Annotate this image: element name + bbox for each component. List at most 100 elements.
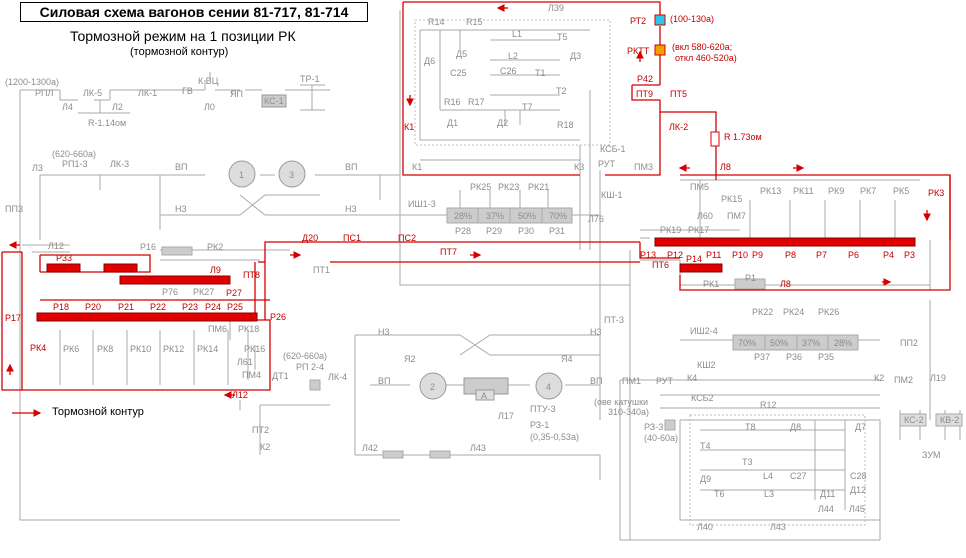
svg-text:R 1.73ом: R 1.73ом <box>724 132 762 142</box>
svg-text:28%: 28% <box>454 211 472 221</box>
svg-text:Т1: Т1 <box>535 68 546 78</box>
svg-text:(620-660а): (620-660а) <box>52 149 96 159</box>
svg-text:ПТ5: ПТ5 <box>670 89 687 99</box>
svg-text:КС-1: КС-1 <box>264 96 284 106</box>
svg-text:Р17: Р17 <box>5 313 21 323</box>
svg-text:Р36: Р36 <box>786 352 802 362</box>
svg-text:Л9: Л9 <box>210 265 221 275</box>
svg-text:Р29: Р29 <box>486 226 502 236</box>
svg-text:(620-660а): (620-660а) <box>283 351 327 361</box>
svg-text:К1: К1 <box>404 122 414 132</box>
svg-text:Д1: Д1 <box>447 118 458 128</box>
svg-text:КСБ-1: КСБ-1 <box>600 144 626 154</box>
svg-text:Н3: Н3 <box>378 327 390 337</box>
flow-arrows <box>6 4 931 417</box>
svg-text:ТР-1: ТР-1 <box>300 74 320 84</box>
svg-text:Л3: Л3 <box>32 163 43 173</box>
gray-wiring <box>19 10 963 541</box>
svg-text:Р76: Р76 <box>162 287 178 297</box>
svg-text:ВП: ВП <box>590 376 602 386</box>
svg-text:Л42: Л42 <box>362 443 378 453</box>
svg-text:РК25: РК25 <box>470 182 491 192</box>
svg-text:ПМ2: ПМ2 <box>894 375 913 385</box>
rt2-sensor <box>654 14 666 26</box>
svg-text:ЗУМ: ЗУМ <box>922 450 941 460</box>
svg-text:Р33: Р33 <box>56 253 72 263</box>
svg-text:(100-130а): (100-130а) <box>670 14 714 24</box>
svg-text:ЛК-3: ЛК-3 <box>110 159 129 169</box>
svg-text:РК1: РК1 <box>703 279 719 289</box>
legend-label: Тормозной контур <box>52 406 144 418</box>
svg-text:ПМ7: ПМ7 <box>727 211 746 221</box>
svg-text:РК27: РК27 <box>193 287 214 297</box>
svg-text:Р16: Р16 <box>140 242 156 252</box>
svg-text:ПМ5: ПМ5 <box>690 182 709 192</box>
svg-text:К ВЦ: К ВЦ <box>198 76 219 86</box>
svg-text:К2: К2 <box>260 442 270 452</box>
svg-text:Л12: Л12 <box>48 241 64 251</box>
svg-text:(вкл 580-620а;: (вкл 580-620а; <box>672 42 732 52</box>
svg-text:R17: R17 <box>468 97 485 107</box>
svg-text:50%: 50% <box>770 338 788 348</box>
diagram-title: Силовая схема вагонов сении 81-717, 81-7… <box>20 2 368 22</box>
svg-text:РК8: РК8 <box>97 344 113 354</box>
svg-text:ПТ8: ПТ8 <box>243 270 260 280</box>
svg-text:РК19: РК19 <box>660 225 681 235</box>
svg-text:Д8: Д8 <box>790 422 801 432</box>
svg-text:70%: 70% <box>549 211 567 221</box>
resistor-p33 <box>46 263 81 273</box>
svg-text:ЯП: ЯП <box>230 89 243 99</box>
svg-text:(40-60а): (40-60а) <box>644 433 678 443</box>
svg-text:РК3: РК3 <box>928 188 944 198</box>
motor-2-label: 2 <box>430 382 435 392</box>
svg-text:310-340а): 310-340а) <box>608 407 649 417</box>
resistor-bank-p17-p26 <box>36 312 258 322</box>
svg-text:ГВ: ГВ <box>182 86 193 96</box>
svg-text:РК15: РК15 <box>721 194 742 204</box>
svg-text:Л39: Л39 <box>548 3 564 13</box>
svg-text:ПТ7: ПТ7 <box>440 247 457 257</box>
svg-text:РЗ-1: РЗ-1 <box>530 420 549 430</box>
motor-1-label: 1 <box>239 170 244 180</box>
svg-text:Л45: Л45 <box>849 504 865 514</box>
svg-text:откл 460-520а): откл 460-520а) <box>675 53 737 63</box>
svg-text:ПМ6: ПМ6 <box>208 324 227 334</box>
resistor-p16 <box>103 263 138 273</box>
svg-text:C26: C26 <box>500 66 517 76</box>
svg-text:Р6: Р6 <box>848 250 859 260</box>
svg-text:Р9: Р9 <box>752 250 763 260</box>
svg-text:РКТТ: РКТТ <box>627 46 650 56</box>
svg-text:Д7: Д7 <box>855 422 866 432</box>
svg-text:Р1: Р1 <box>745 273 756 283</box>
svg-text:Р30: Р30 <box>518 226 534 236</box>
svg-text:ПТ6: ПТ6 <box>652 260 669 270</box>
svg-text:Р21: Р21 <box>118 302 134 312</box>
svg-text:РК9: РК9 <box>828 186 844 196</box>
svg-text:ВП: ВП <box>378 376 390 386</box>
svg-text:R15: R15 <box>466 17 483 27</box>
svg-text:РК26: РК26 <box>818 307 839 317</box>
svg-text:К3: К3 <box>574 162 584 172</box>
svg-text:Д12: Д12 <box>850 485 866 495</box>
svg-text:Р23: Р23 <box>182 302 198 312</box>
svg-text:К1: К1 <box>412 162 422 172</box>
svg-text:Д3: Д3 <box>570 51 581 61</box>
svg-text:L3: L3 <box>764 489 774 499</box>
svg-text:ИШ2-4: ИШ2-4 <box>690 326 718 336</box>
svg-text:РК5: РК5 <box>893 186 909 196</box>
svg-text:Л8: Л8 <box>780 279 791 289</box>
svg-text:Т6: Т6 <box>714 489 725 499</box>
resistor-173 <box>710 131 720 147</box>
svg-text:(1200-1300а): (1200-1300а) <box>5 77 59 87</box>
svg-text:Р31: Р31 <box>549 226 565 236</box>
svg-text:Р27: Р27 <box>226 288 242 298</box>
svg-text:Т8: Т8 <box>745 422 756 432</box>
svg-text:КС-2: КС-2 <box>904 415 924 425</box>
svg-text:Л8: Л8 <box>720 162 731 172</box>
svg-text:Н3: Н3 <box>590 327 602 337</box>
svg-text:А: А <box>481 391 487 401</box>
svg-text:28%: 28% <box>834 338 852 348</box>
svg-text:Т7: Т7 <box>522 102 533 112</box>
svg-text:КШ2: КШ2 <box>697 360 716 370</box>
svg-text:Р22: Р22 <box>150 302 166 312</box>
